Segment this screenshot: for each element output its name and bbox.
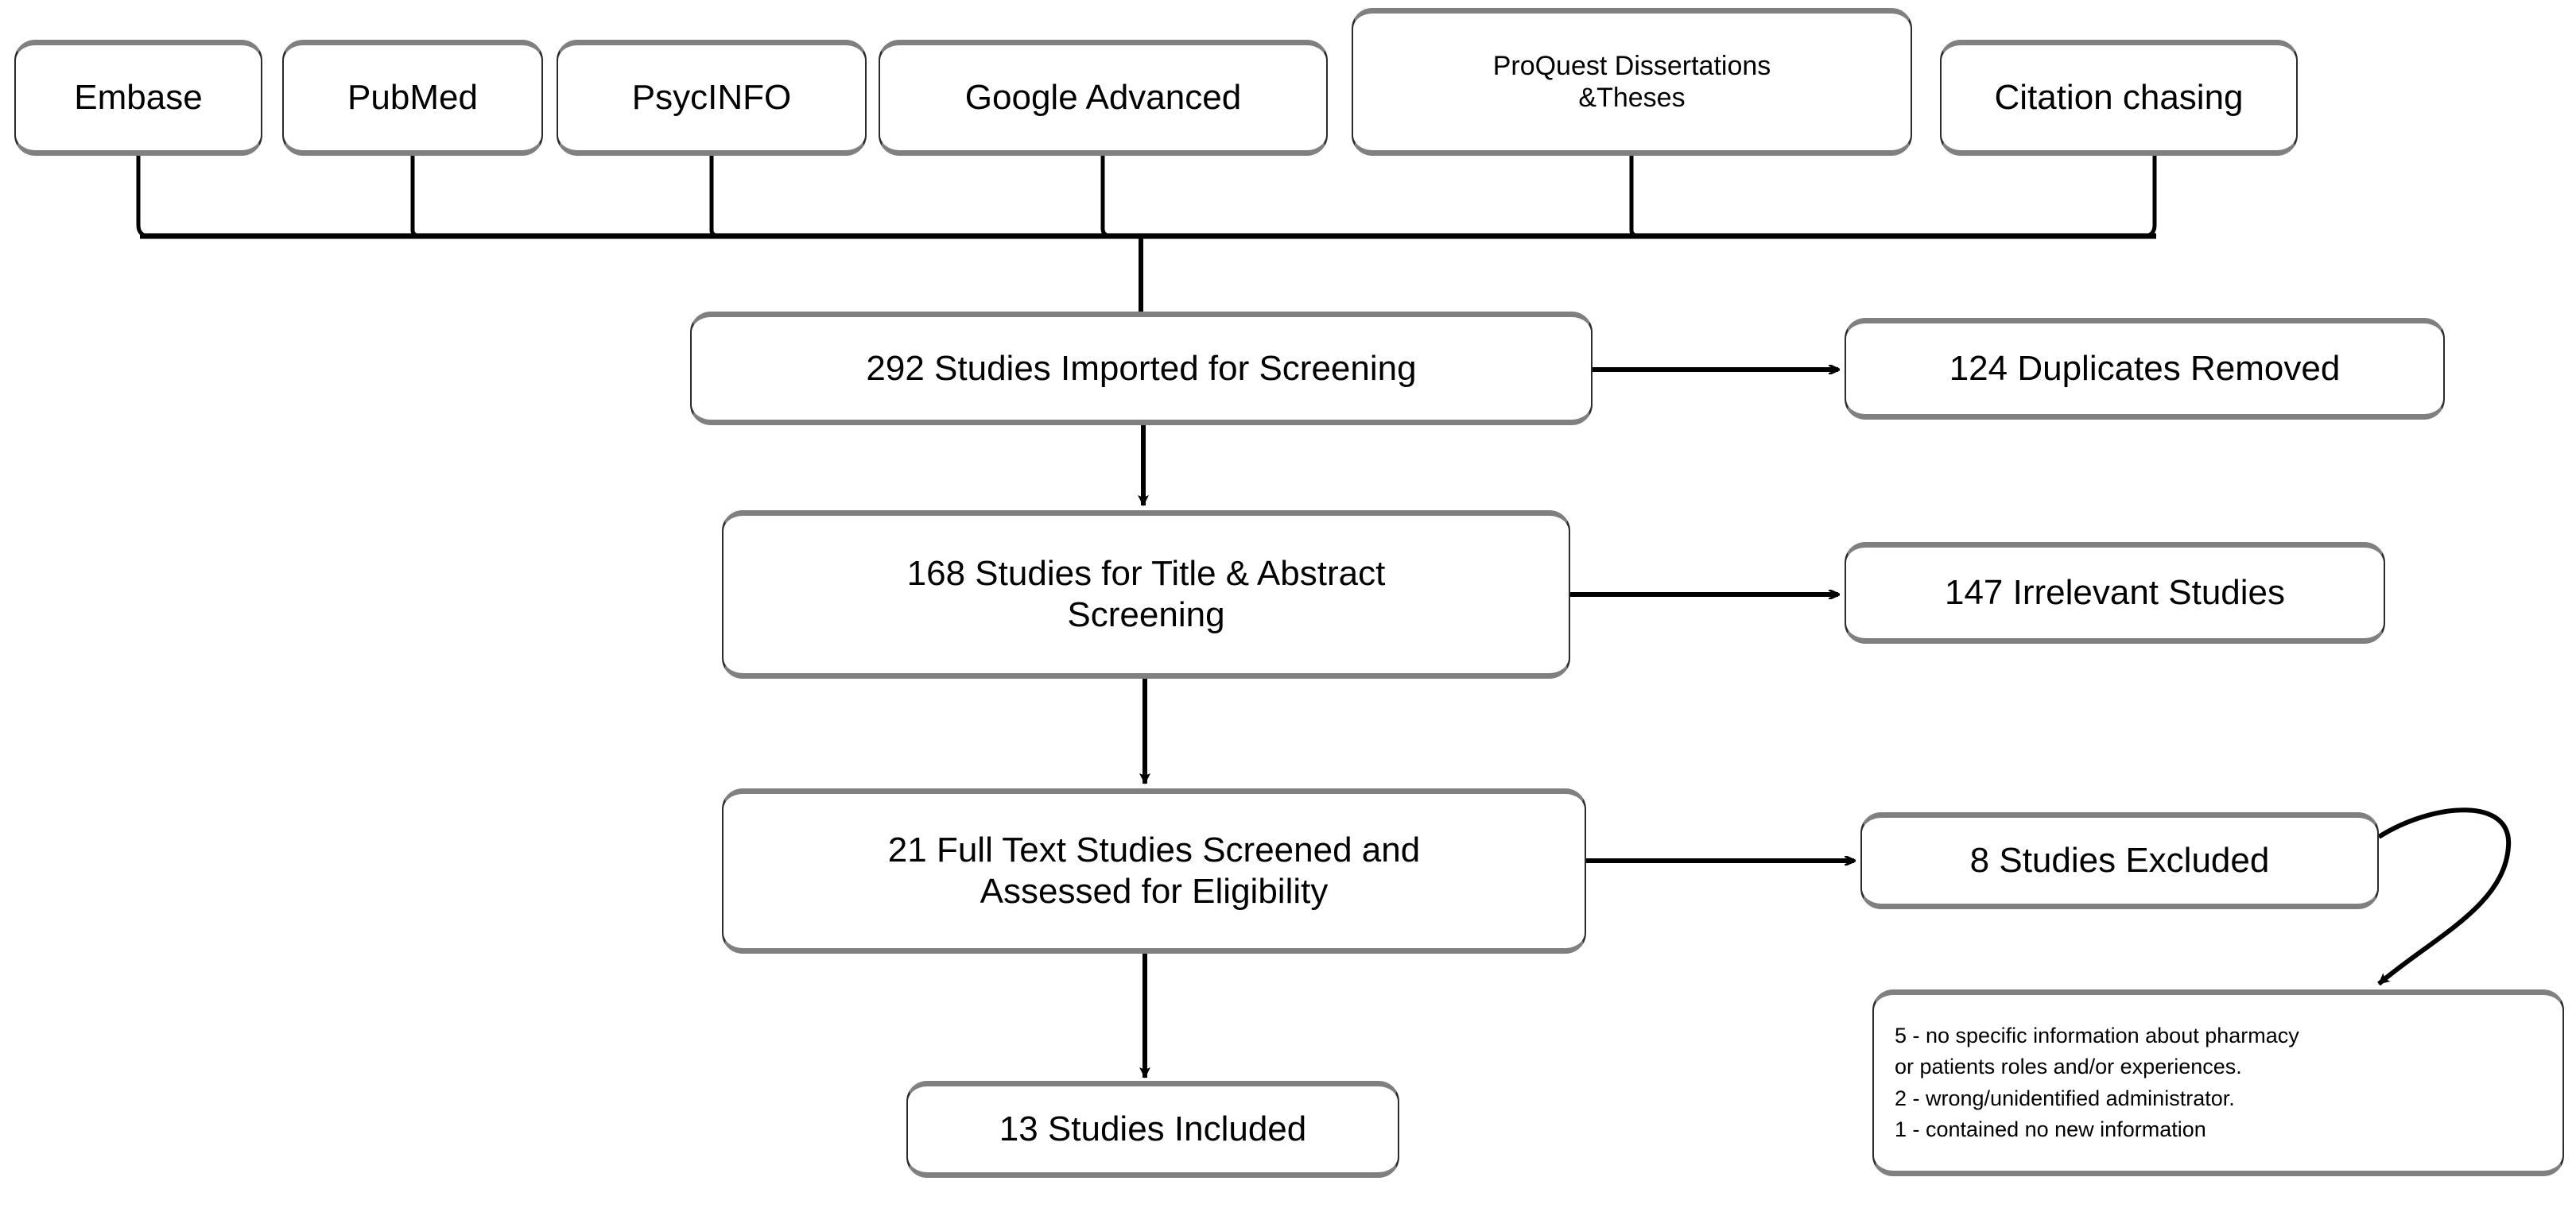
flow-label-studies-excluded: 8 Studies Excluded [1969,841,2270,881]
source-box-embase[interactable]: Embase [14,40,262,156]
source-box-citation-chasing[interactable]: Citation chasing [1940,40,2298,156]
source-box-google-advanced[interactable]: Google Advanced [879,40,1328,156]
flow-label-studies-imported: 292 Studies Imported for Screening [866,348,1417,388]
leg-citation [2143,155,2157,238]
source-box-pubmed[interactable]: PubMed [282,40,543,156]
flow-label-irrelevant-studies: 147 Irrelevant Studies [1944,573,2286,613]
flow-label-exclusion-reasons: 5 - no specific information about pharma… [1895,1024,2299,1141]
source-label-pubmed: PubMed [347,78,478,118]
source-label-proquest: ProQuest Dissertations &Theses [1492,50,1771,113]
leg-psycinfo [709,155,722,238]
source-label-psycinfo: PsycINFO [631,78,792,118]
source-box-proquest[interactable]: ProQuest Dissertations &Theses [1352,8,1912,156]
flow-box-full-text-screened[interactable]: 21 Full Text Studies Screened and Assess… [722,788,1586,954]
flow-box-studies-imported[interactable]: 292 Studies Imported for Screening [690,312,1593,425]
flow-label-duplicates-removed: 124 Duplicates Removed [1949,349,2341,389]
source-drop-legs [136,155,2157,238]
source-label-google-advanced: Google Advanced [964,78,1242,118]
source-box-psycinfo[interactable]: PsycINFO [557,40,867,156]
flow-box-exclusion-reasons[interactable]: 5 - no specific information about pharma… [1872,989,2564,1176]
leg-pubmed [410,155,423,238]
flow-box-studies-excluded[interactable]: 8 Studies Excluded [1860,812,2379,909]
flow-label-full-text-screened: 21 Full Text Studies Screened and Assess… [887,831,1421,911]
flow-box-studies-included[interactable]: 13 Studies Included [906,1081,1399,1178]
leg-embase [136,155,150,238]
flow-box-irrelevant-studies[interactable]: 147 Irrelevant Studies [1845,542,2385,644]
flow-label-studies-included: 13 Studies Included [999,1109,1307,1149]
leg-proquest [1629,155,1642,238]
source-label-citation-chasing: Citation chasing [1994,78,2244,118]
arrow-excluded-to-reasons [2377,807,2512,986]
flow-box-title-abstract-screening[interactable]: 168 Studies for Title & Abstract Screeni… [722,510,1570,679]
flow-box-duplicates-removed[interactable]: 124 Duplicates Removed [1845,318,2445,420]
flow-label-title-abstract-screening: 168 Studies for Title & Abstract Screeni… [906,554,1386,634]
leg-google [1100,155,1113,238]
source-label-embase: Embase [74,78,203,118]
